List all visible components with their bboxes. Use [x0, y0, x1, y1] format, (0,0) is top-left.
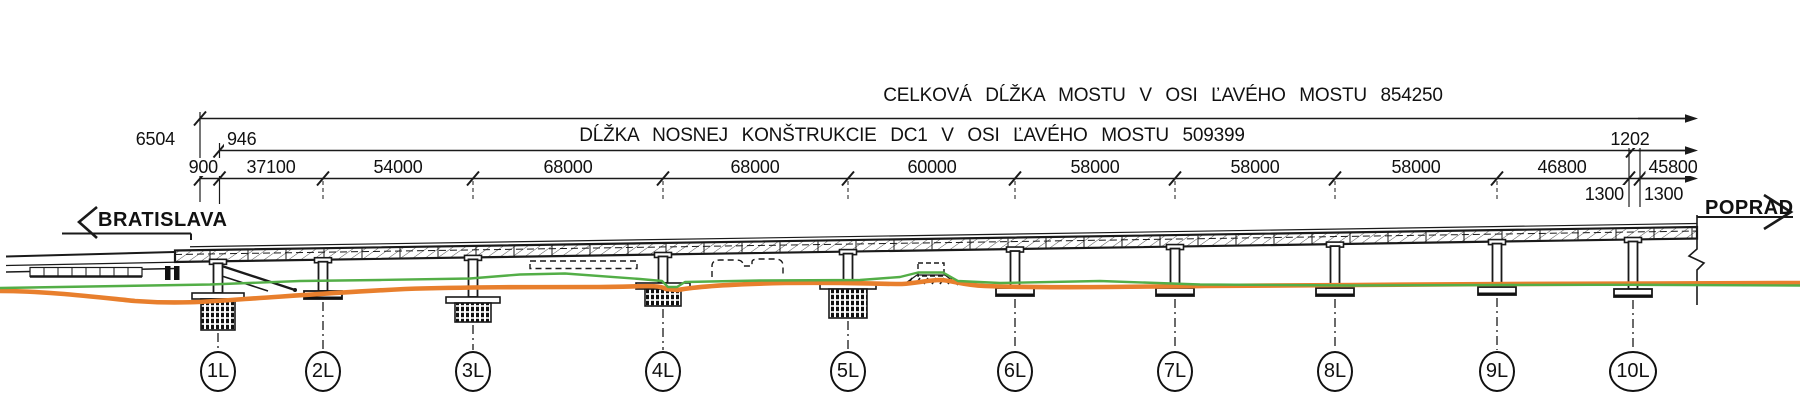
span-dimension-value: 46800 [1534, 158, 1590, 176]
pier-label-10l: 10L [1609, 351, 1657, 392]
pier-label-6l: 6L [997, 351, 1033, 392]
span-dimension-value: 68000 [727, 158, 783, 176]
bearing-1300-left: 1300 [1581, 185, 1627, 203]
offset-946: 946 [224, 130, 260, 148]
pier-label-1l: 1L [200, 351, 236, 392]
pier-label-3l: 3L [455, 351, 491, 392]
span-dimension-value: 68000 [540, 158, 596, 176]
pier-label-5l: 5L [830, 351, 866, 392]
pier-label-4l: 4L [645, 351, 681, 392]
span-dimension-value: 37100 [243, 158, 299, 176]
total-length-dimension-text: CELKOVÁ DĹŽKA MOSTU V OSI ĽAVÉHO MOSTU 8… [880, 86, 1446, 105]
pier-label-8l: 8L [1317, 351, 1353, 392]
offset-900: 900 [185, 158, 221, 176]
pier-label-9l: 9L [1479, 351, 1515, 392]
direction-poprad-label: POPRAD [1705, 197, 1794, 219]
span-dimension-value: 54000 [370, 158, 426, 176]
span-dimension-value: 58000 [1388, 158, 1444, 176]
pier-label-2l: 2L [305, 351, 341, 392]
offset-6504: 6504 [132, 130, 178, 148]
pier-label-7l: 7L [1157, 351, 1193, 392]
dc1-length-dimension-text: DĹŽKA NOSNEJ KONŠTRUKCIE DC1 V OSI ĽAVÉH… [576, 126, 1248, 145]
span-dimension-value: 58000 [1067, 158, 1123, 176]
span-45800: 45800 [1645, 158, 1701, 176]
offset-1202: 1202 [1607, 130, 1653, 148]
span-dimension-value: 60000 [904, 158, 960, 176]
direction-bratislava-label: BRATISLAVA [95, 210, 231, 230]
bearing-1300-right: 1300 [1641, 185, 1687, 203]
span-dimension-value: 58000 [1227, 158, 1283, 176]
